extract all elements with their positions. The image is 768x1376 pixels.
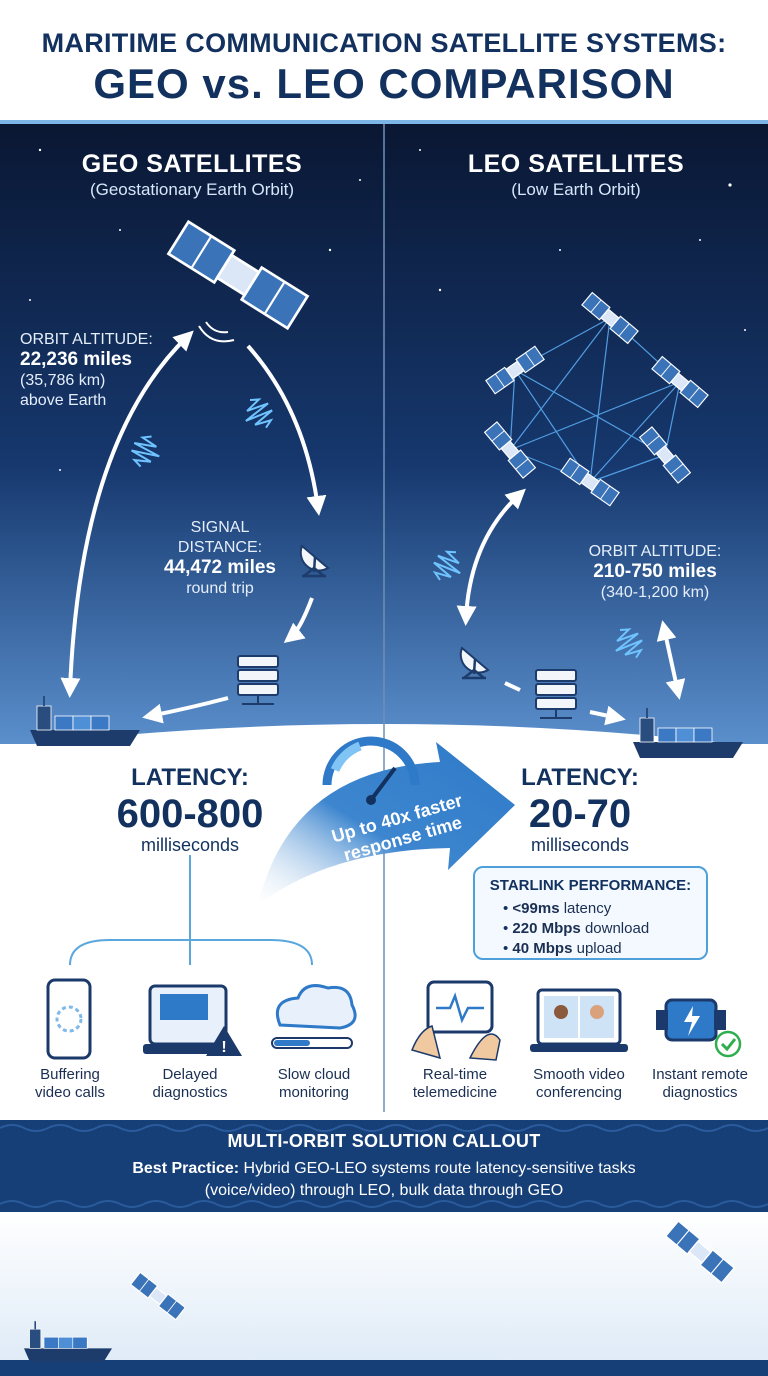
starlink-item: <99ms latency: [503, 899, 649, 919]
starlink-title: STARLINK PERFORMANCE:: [489, 877, 692, 894]
geo-impact-label: Slow cloud monitoring: [262, 1066, 366, 1102]
geo-ground-arrow: [283, 597, 314, 644]
benefit-line1: Smooth video: [533, 1066, 625, 1083]
bottom-sea: [0, 1360, 768, 1376]
callout-line2: (voice/video) through LEO, bulk data thr…: [204, 1182, 564, 1199]
smartphone-buffering-icon: [46, 978, 92, 1060]
geo-orbit-note: above Earth: [20, 392, 107, 409]
callout-band: [0, 1120, 768, 1212]
header-band: [0, 0, 768, 122]
geo-subheading: (Geostationary Earth Orbit): [89, 180, 295, 199]
callout-title: MULTI-ORBIT SOLUTION CALLOUT: [227, 1131, 541, 1151]
geo-orbit-altitude: ORBIT ALTITUDE: 22,236 miles (35,786 km)…: [20, 330, 153, 411]
starlink-item-label: upload: [572, 940, 622, 957]
tablet-telemedicine-icon: [410, 980, 501, 1061]
leo-orbit-altitude: ORBIT ALTITUDE: 210-750 miles (340-1,200…: [560, 542, 750, 603]
benefit-line2: telemedicine: [412, 1084, 498, 1101]
leo-ship-arrow: [589, 705, 626, 726]
callout-body: Best Practice: Hybrid GEO-LEO systems ro…: [60, 1158, 708, 1202]
svg-text:!: !: [221, 1039, 226, 1056]
callout-wave-pattern: [0, 1124, 768, 1208]
impact-line2: video calls: [34, 1084, 106, 1101]
leo-benefit-label: Smooth video conferencing: [520, 1066, 638, 1102]
leo-ship-uplink-arrow: [656, 620, 686, 700]
geo-uplink-arrow: [60, 330, 194, 698]
geo-orbit-label: ORBIT ALTITUDE:: [20, 331, 153, 348]
engine-check-icon: [656, 998, 742, 1058]
page-title-line2: GEO vs. LEO COMPARISON: [93, 60, 675, 107]
geo-latency-value: 600-800: [116, 792, 264, 836]
benefit-line2: diagnostics: [662, 1084, 738, 1101]
cloud-progress-icon: [271, 984, 357, 1049]
leo-latency-label: LATENCY:: [521, 764, 639, 791]
starlink-item-value: <99ms: [512, 900, 560, 917]
benefit-line1: Instant remote: [652, 1066, 748, 1083]
geo-impact-connector: [69, 855, 313, 966]
starlink-item: 220 Mbps download: [503, 919, 649, 939]
laptop-video-call-icon: [530, 988, 628, 1052]
starlink-item-value: 40 Mbps: [512, 940, 573, 957]
geo-orbit-km: (35,786 km): [20, 372, 106, 389]
starlink-performance-box: STARLINK PERFORMANCE: <99ms latency 220 …: [473, 866, 708, 960]
geo-latency-label: LATENCY:: [131, 764, 249, 791]
leo-latency-unit: milliseconds: [530, 835, 630, 855]
geo-downlink-arrow: [246, 344, 327, 516]
leo-orbit-km: (340-1,200 km): [600, 584, 710, 601]
leo-orbit-miles: 210-750 miles: [593, 561, 717, 582]
speed-comparison-arrow: [258, 742, 515, 905]
header-divider: [0, 120, 768, 124]
leo-ground-arrow: [504, 681, 521, 692]
leo-link-arrow: [456, 488, 526, 626]
diagnostics-warning-icon: !: [143, 984, 242, 1056]
callout-bold: Best Practice:: [132, 1160, 240, 1177]
impact-line2: diagnostics: [152, 1084, 228, 1101]
benefit-line1: Real-time: [422, 1066, 488, 1083]
geo-impact-label: Delayed diagnostics: [140, 1066, 240, 1102]
impact-line2: monitoring: [278, 1084, 350, 1101]
geo-signal-note: round trip: [186, 580, 254, 597]
geo-latency-unit: milliseconds: [140, 835, 240, 855]
geo-signal-distance: SIGNAL DISTANCE: 44,472 miles round trip: [150, 518, 290, 599]
benefit-line2: conferencing: [536, 1084, 622, 1101]
speedometer-icon: [322, 736, 420, 805]
impact-line1: Slow cloud: [277, 1066, 351, 1083]
geo-signal-miles: 44,472 miles: [164, 557, 276, 578]
starlink-item-label: latency: [559, 900, 612, 917]
leo-subheading: (Low Earth Orbit): [511, 180, 641, 199]
geo-signal-label-1: SIGNAL: [190, 519, 250, 536]
impact-line1: Delayed: [162, 1066, 218, 1083]
starlink-item-label: download: [580, 920, 650, 937]
geo-signal-waves-icon: [198, 321, 235, 343]
geo-signal-label-2: DISTANCE:: [177, 539, 263, 556]
geo-ship-arrow: [142, 696, 229, 724]
starlink-item-value: 220 Mbps: [512, 920, 581, 937]
leo-benefit-label: Instant remote diagnostics: [640, 1066, 760, 1102]
leo-orbit-label: ORBIT ALTITUDE:: [588, 543, 722, 560]
geo-impact-label: Buffering video calls: [20, 1066, 120, 1102]
geo-heading: GEO SATELLITES: [81, 150, 303, 178]
leo-benefit-label: Real-time telemedicine: [400, 1066, 510, 1102]
callout-line1: Hybrid GEO-LEO systems route latency-sen…: [239, 1160, 636, 1177]
impact-line1: Buffering: [40, 1066, 100, 1083]
leo-heading: LEO SATELLITES: [467, 150, 685, 178]
geo-orbit-miles: 22,236 miles: [20, 349, 132, 370]
leo-latency-value: 20-70: [528, 792, 632, 836]
bottom-scene: [0, 1212, 768, 1376]
starlink-list: <99ms latency 220 Mbps download 40 Mbps …: [503, 899, 649, 959]
page-title-line1: MARITIME COMMUNICATION SATELLITE SYSTEMS…: [41, 28, 727, 58]
starlink-item: 40 Mbps upload: [503, 939, 649, 959]
